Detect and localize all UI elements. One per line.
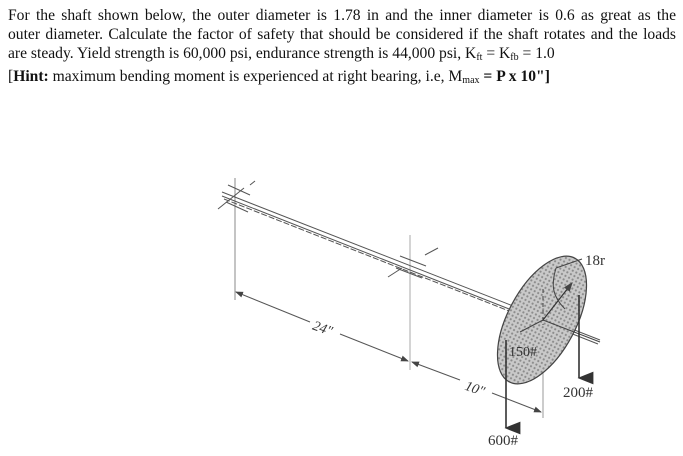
load-600-label: 600# <box>488 433 519 449</box>
right-bearing-icon <box>387 247 439 279</box>
k-value: = 1.0 <box>518 45 555 62</box>
dimension-24-label: 24" <box>310 319 334 340</box>
pulley-disc <box>496 255 601 385</box>
k-fb-subscript: fb <box>510 52 519 63</box>
load-200-label: 200# <box>563 385 594 401</box>
material-properties-text: are steady. Yield strength is 60,000 psi… <box>8 45 466 62</box>
dimension-24-line-b <box>339 333 409 362</box>
load-150-label: 150# <box>509 345 537 360</box>
hint-line: [Hint: maximum bending moment is experie… <box>8 67 676 90</box>
k-ft-subscript: ft <box>476 52 483 63</box>
dimension-10-line-b <box>491 392 542 413</box>
pulley-radius-label: 18r <box>585 253 605 269</box>
m-max-subscript: max <box>462 75 480 86</box>
hint-formula: = P x 10"] <box>479 68 550 85</box>
problem-line-3: are steady. Yield strength is 60,000 psi… <box>8 44 676 67</box>
hint-open-bracket: [ <box>8 68 14 85</box>
k-ft-symbol: K <box>465 45 477 62</box>
dimension-10-label: 10" <box>463 379 487 400</box>
problem-line-2: outer diameter. Calculate the factor of … <box>8 26 676 43</box>
dimension-24-line-a <box>235 291 311 323</box>
left-bearing-icon <box>217 180 256 213</box>
dimension-10-line-a <box>411 361 461 381</box>
problem-line-1: For the shaft shown below, the outer dia… <box>8 7 676 24</box>
hint-text: maximum bending moment is experienced at… <box>48 68 463 85</box>
problem-statement: For the shaft shown below, the outer dia… <box>8 6 676 90</box>
hint-label: Hint: <box>13 68 49 85</box>
k-equals: = K <box>482 45 511 62</box>
